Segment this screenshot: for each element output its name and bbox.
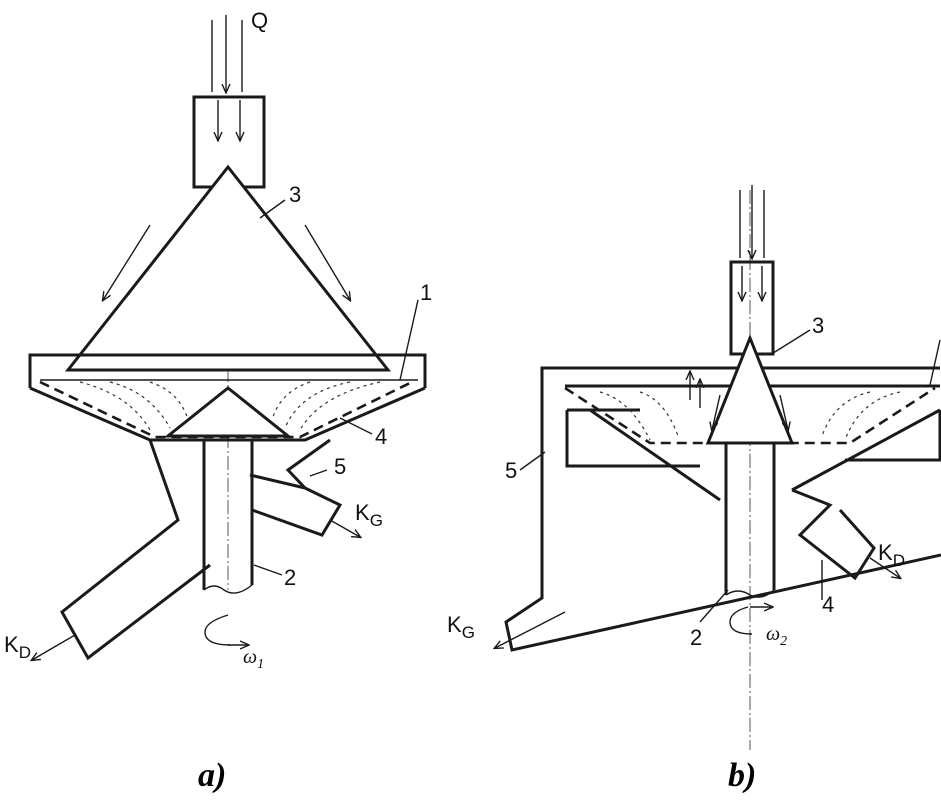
flow-down-arrow-b2 (779, 394, 788, 430)
rotation-label-b: ω2 (766, 623, 787, 649)
shaft-b (724, 443, 776, 595)
outlet-g-joint-a (249, 473, 306, 490)
outlet-g-label-a: KG (355, 500, 383, 530)
distributor-cone-b (705, 333, 795, 445)
outlet-d-arrow-b (869, 557, 900, 578)
flow-arrow-right-a (304, 224, 350, 300)
outlet-d-arrow-a (32, 634, 76, 660)
rotor-cone-a (163, 386, 293, 438)
outlet-g-arrow-a (329, 519, 360, 537)
part-4-label-b: 4 (822, 592, 834, 617)
leader-1-b (929, 339, 941, 386)
feed-label-a: Q (251, 8, 268, 33)
leader-2-a (253, 564, 283, 576)
part-5-label-a: 5 (334, 454, 346, 479)
flow-curve-a6 (271, 381, 311, 421)
shaft-break-b (725, 589, 775, 598)
part-2-label-b: 2 (690, 625, 702, 650)
shaft-break-a (203, 584, 253, 594)
caption-a: a) (198, 757, 226, 794)
leader-5-b (519, 451, 546, 471)
inner-box-right-b (845, 410, 941, 462)
leader-3-b (769, 329, 811, 356)
outlet-d-pipe-b (791, 488, 876, 581)
housing-b (504, 366, 941, 652)
outlet-g-label-b: KG (447, 612, 475, 642)
rotation-arc-a (204, 614, 231, 646)
caption-b: b) (728, 757, 756, 794)
outlet-g-arrow-b (495, 611, 566, 648)
figure-a: Q 3 1 4 5 2 KG KD ω1 a) (4, 8, 432, 794)
lower-cone-right-b (791, 408, 941, 492)
flow-curve-a5 (284, 381, 351, 429)
part-5-label-b: 5 (505, 458, 517, 483)
rotation-arc-b (729, 606, 753, 635)
rotation-label-a: ω1 (243, 646, 264, 672)
leader-5-a (309, 469, 328, 477)
flow-curve-a4 (299, 381, 381, 431)
part-2-label-a: 2 (284, 565, 296, 590)
flow-curve-b4 (821, 391, 871, 437)
part-4-label-a: 4 (375, 424, 387, 449)
flow-curve-a1 (79, 381, 151, 431)
figure-b: 3 5 2 4 KD KG ω2 b) (447, 185, 941, 794)
part-1-label-a: 1 (420, 280, 432, 305)
distributor-cone-a (64, 164, 392, 372)
flow-arrow-left-a (103, 224, 151, 300)
bowl-outer-a (29, 386, 426, 442)
outlet-d-pipe-a (60, 439, 211, 661)
leader-1-a (399, 299, 419, 381)
inner-box-left-b (565, 410, 700, 468)
outlet-d-label-a: KD (4, 632, 31, 662)
flow-curve-a3 (149, 381, 189, 421)
leader-2-b (699, 589, 729, 623)
part-3-label-a: 3 (289, 182, 301, 207)
bowl-rim-a (28, 353, 427, 388)
lower-cone-left-b (589, 408, 721, 502)
flow-curve-b1 (599, 391, 651, 441)
flow-curve-b2 (639, 391, 679, 437)
outlet-g-pipe-a (251, 486, 343, 537)
flow-curve-b3 (844, 391, 901, 441)
shaft-a (202, 440, 254, 590)
part-3-label-b: 3 (812, 313, 824, 338)
flow-curve-a2 (109, 381, 171, 429)
outlet-g-upper-a (285, 438, 331, 490)
flow-down-arrow-b1 (712, 394, 721, 430)
leader-3-a (259, 199, 286, 219)
leader-4-a (339, 417, 373, 435)
outlet-d-label-b: KD (878, 540, 905, 570)
